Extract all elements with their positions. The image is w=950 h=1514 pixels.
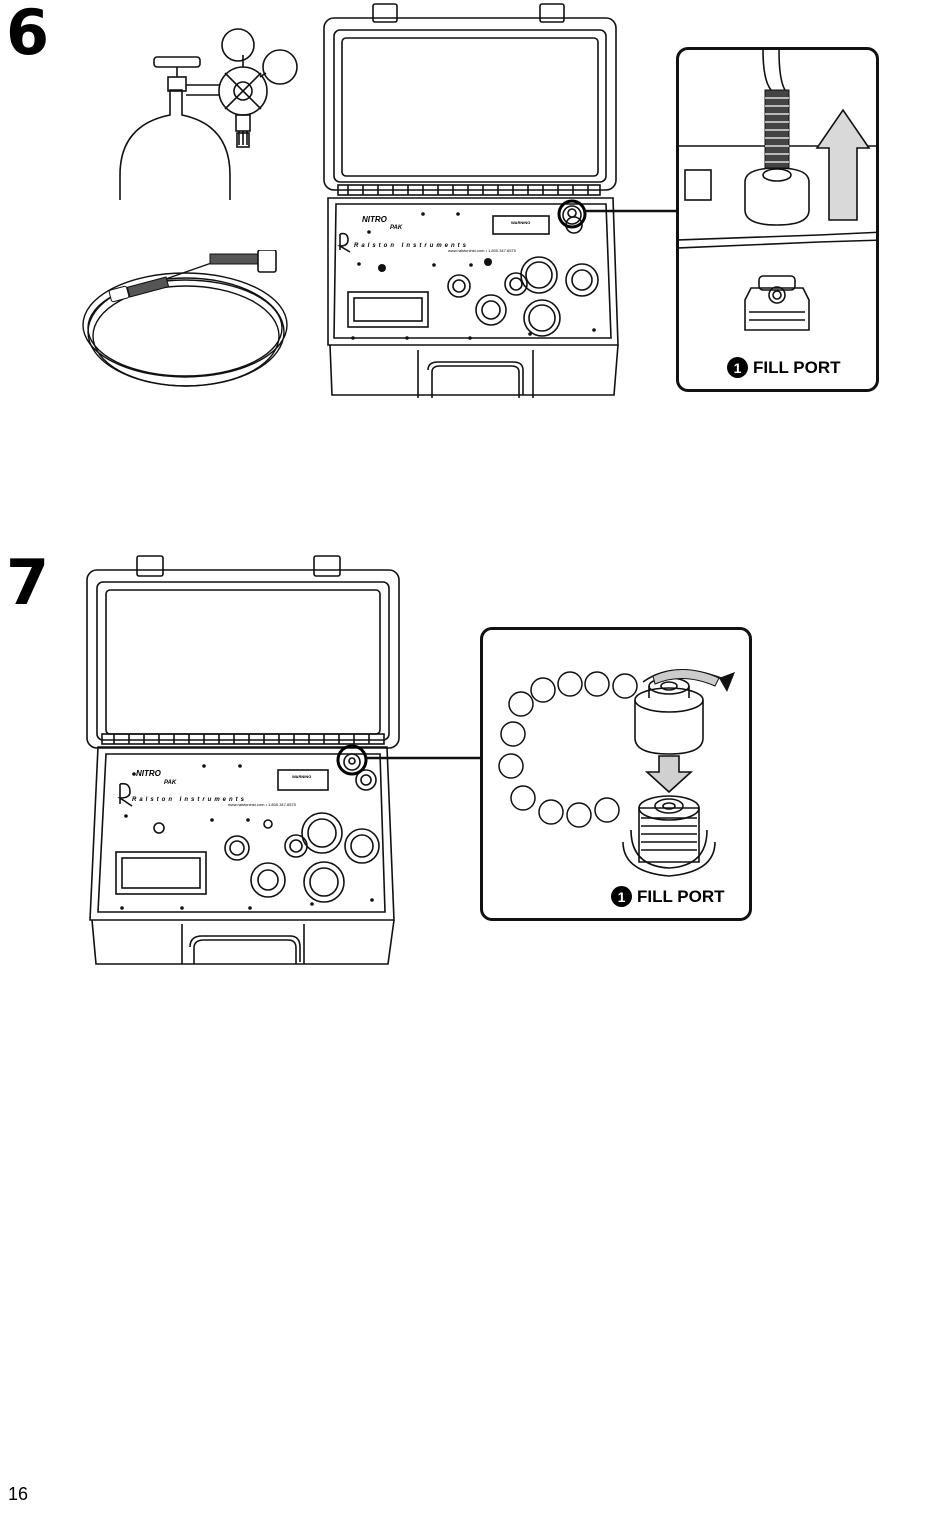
step6-case-illustration: NITRO PAK Ralston Instruments www.ralsto… bbox=[323, 3, 619, 398]
fill-port-label: FILL PORT bbox=[753, 357, 841, 377]
step7-callout-connector bbox=[366, 756, 484, 760]
fill-port-disconnect-illustration bbox=[679, 50, 876, 331]
case7-company: Ralston Instruments bbox=[132, 797, 247, 803]
case7-brand-top: NITRO bbox=[136, 769, 162, 778]
case7-warning: WARNING bbox=[292, 774, 311, 779]
fill-port-number-badge: 1 bbox=[611, 886, 632, 907]
step7-fill-port-callout: 1 FILL PORT bbox=[480, 627, 752, 921]
case7-brand-bottom: PAK bbox=[164, 780, 177, 786]
case6-brand-bottom: PAK bbox=[390, 225, 403, 231]
case6-brand-top: NITRO bbox=[362, 215, 388, 224]
case6-website: www.ralstoninst.com • 1.800.347.6575 bbox=[448, 248, 517, 253]
fill-port-number-badge: 1 bbox=[727, 357, 748, 378]
nitrogen-tank-illustration bbox=[119, 28, 298, 200]
fill-port-cap-illustration bbox=[498, 668, 735, 877]
page-number: 16 bbox=[8, 1484, 29, 1504]
step-6-number: 6 bbox=[6, 0, 50, 69]
case7-website: www.ralstoninst.com • 1.800.347.6575 bbox=[228, 802, 297, 807]
fill-port-label: FILL PORT bbox=[637, 886, 725, 906]
step6-callout-connector bbox=[584, 209, 680, 213]
coiled-hose-illustration bbox=[82, 250, 288, 387]
case6-warning: WARNING bbox=[511, 220, 530, 225]
step7-case-illustration: NITRO PAK Ralston Instruments www.ralsto… bbox=[86, 555, 400, 965]
case6-company: Ralston Instruments bbox=[354, 243, 469, 249]
step-7-number: 7 bbox=[6, 546, 50, 619]
step6-fill-port-callout: 1 FILL PORT bbox=[676, 47, 879, 392]
